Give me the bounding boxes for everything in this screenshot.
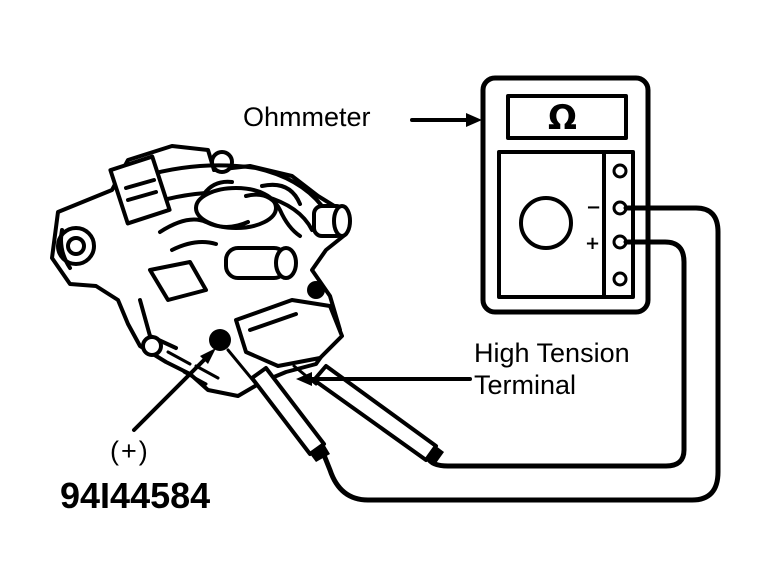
meter-dial [519,196,573,250]
plus-terminal-sign: + [585,233,600,254]
figure-id: 94I44584 [60,475,211,516]
test-probe-icon [226,348,444,466]
ohmmeter-icon [480,75,651,315]
polarity-plus-label: (+) [110,436,150,466]
ohmmeter-label: Ohmmeter [243,102,371,132]
distributor-icon [50,144,352,398]
meter-display-symbol: Ω [548,98,577,138]
plus-pointer-arrow [132,348,216,432]
lead-wire-minus [319,205,721,503]
meter-display [506,94,628,140]
lead-wire-plus [425,239,687,469]
ohmmeter-pointer-arrow [410,113,482,127]
minus-terminal-sign: − [586,197,601,218]
meter-jack-4 [612,271,628,287]
meter-jack-1 [612,163,628,179]
high-tension-label-line2: Terminal [474,370,577,400]
high-tension-pointer-arrow [296,372,472,386]
high-tension-label-line1: High Tension [474,338,630,368]
